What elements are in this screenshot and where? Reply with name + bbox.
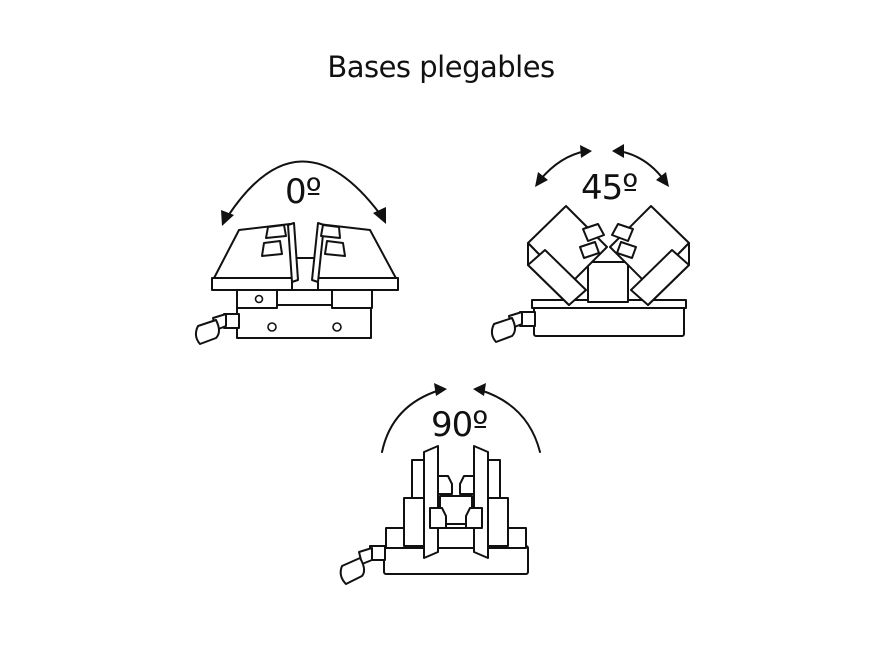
clamp-block-r1-0 [320, 224, 341, 239]
clamp-block-r-45 [611, 223, 634, 242]
clamp-block-r2-45 [616, 241, 637, 259]
crank-grip-90 [339, 557, 366, 585]
arrowhead-45-r2 [656, 172, 669, 187]
clamp-block-l1-90 [437, 475, 453, 495]
angle-label-0: 0º [285, 172, 322, 212]
vise-base-0 [236, 304, 372, 339]
vise-base-45 [533, 305, 685, 337]
rotation-arc-90-right [479, 389, 541, 453]
arrowhead-right-0 [373, 207, 386, 224]
jaw-insert-left-0 [287, 222, 299, 283]
support-hole-0 [254, 294, 264, 304]
jaw-plate-left-back-45 [527, 249, 587, 306]
arrowhead-90-r1 [473, 383, 486, 396]
jaw-plate-right-90 [473, 445, 489, 559]
angle-label-90: 90º [431, 405, 488, 445]
clamp-block-r1-90 [459, 475, 475, 495]
angle-label-45: 45º [581, 168, 638, 208]
clamp-block-r2-0 [324, 240, 346, 257]
rotation-arc-90-left [381, 389, 441, 453]
vise-0-degrees [194, 160, 399, 345]
jaw-insert-right-0 [311, 222, 325, 283]
jaw-plate-left-face-90 [403, 497, 425, 547]
jaw-plate-right-face-90 [487, 497, 509, 547]
diagram-title: Bases plegables [327, 50, 555, 84]
vise-base-90 [383, 545, 529, 575]
base-hole-0b [332, 322, 342, 332]
vise-90-degrees [339, 383, 541, 585]
arrowhead-45-l2 [580, 145, 592, 158]
clamp-block-r2-90 [465, 507, 483, 529]
arrowhead-90-l1 [434, 383, 447, 396]
clamp-block-l2-45 [579, 241, 600, 259]
center-block-45 [587, 261, 629, 303]
clamp-block-l-45 [582, 223, 605, 242]
vise-45-degrees [490, 144, 690, 343]
jaw-plate-right-front-0 [317, 277, 399, 291]
jaw-plate-left-front-0 [211, 277, 293, 291]
clamp-block-l2-0 [261, 240, 283, 257]
crank-grip-0 [194, 319, 220, 345]
rotation-arc-45-left [539, 150, 587, 181]
arrowhead-45-l1 [535, 172, 548, 187]
crank-grip-45 [490, 317, 516, 343]
arrowhead-45-r1 [612, 144, 624, 158]
clamp-block-l2-90 [429, 507, 447, 529]
arrowhead-left-0 [221, 210, 234, 226]
clamp-block-l1-0 [265, 224, 287, 239]
jaw-plate-right-back-45 [630, 249, 690, 306]
base-hole-0a [267, 322, 277, 332]
jaw-plate-left-90 [423, 445, 439, 559]
rotation-arc-0 [227, 160, 381, 217]
